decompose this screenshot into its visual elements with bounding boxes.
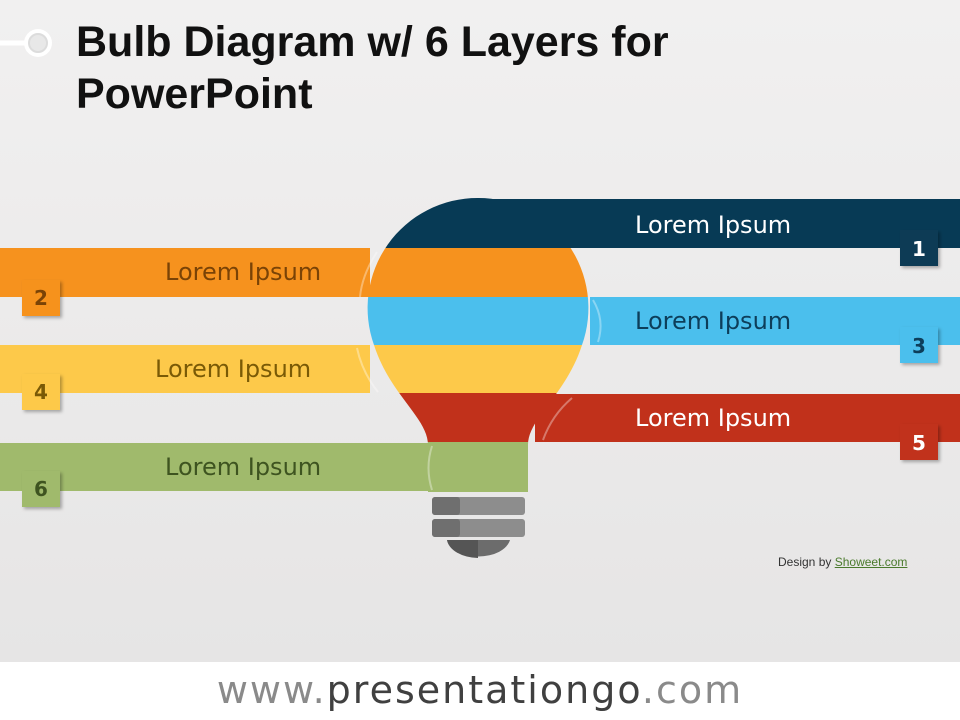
layer-6-number-box <box>22 471 60 507</box>
footer-brand: presentationgo <box>326 668 642 712</box>
layer-6-band <box>0 443 440 491</box>
title-line-1: Bulb Diagram w/ 6 Layers for <box>76 18 669 66</box>
layer-3-number-box <box>900 327 938 363</box>
footer-tld: .com <box>641 668 744 712</box>
layer-3-label: Lorem Ipsum <box>635 307 791 335</box>
layer-6: Lorem Ipsum 6 <box>0 442 589 507</box>
layer-2: Lorem Ipsum 2 <box>0 248 589 316</box>
bulb-segment-3 <box>367 297 589 345</box>
design-credit: Design by Showeet.com <box>778 555 907 569</box>
page-title: Bulb Diagram w/ 6 Layers for PowerPoint <box>76 16 936 120</box>
layer-4: Lorem Ipsum 4 <box>0 345 589 410</box>
layer-2-number-box <box>22 280 60 316</box>
layer-4-number: 4 <box>34 380 48 404</box>
bulb-diagram: Lorem Ipsum 1 Lorem Ipsum 2 Lorem Ipsum … <box>0 198 960 558</box>
credit-prefix: Design by <box>778 555 832 569</box>
layer-4-label: Lorem Ipsum <box>155 355 311 383</box>
layer-5-number-box <box>900 424 938 460</box>
layer-1-band <box>480 199 960 248</box>
layer-3: Lorem Ipsum 3 <box>367 297 960 363</box>
pin-icon <box>0 29 52 57</box>
layer-3-band <box>590 297 960 345</box>
footer <box>0 662 960 720</box>
layer-5-band <box>535 394 960 442</box>
layer-1: Lorem Ipsum 1 <box>367 198 960 266</box>
footer-www: www. <box>216 668 327 712</box>
layer-2-number: 2 <box>34 286 48 310</box>
bulb-base-icon <box>432 497 525 558</box>
bulb-segment-4 <box>367 345 589 393</box>
layer-1-number: 1 <box>912 237 926 261</box>
layer-3-number: 3 <box>912 334 926 358</box>
layer-4-number-box <box>22 374 60 410</box>
footer-url: www.presentationgo.com <box>0 668 960 712</box>
layer-5-number: 5 <box>912 431 926 455</box>
layer-1-number-box <box>900 230 938 266</box>
title-line-2: PowerPoint <box>76 70 313 118</box>
layer-6-number: 6 <box>34 477 48 501</box>
credit-link[interactable]: Showeet.com <box>834 555 908 569</box>
bulb-segment-2 <box>367 248 589 297</box>
layer-6-label: Lorem Ipsum <box>165 453 321 481</box>
layer-2-label: Lorem Ipsum <box>165 258 321 286</box>
layer-5: Lorem Ipsum 5 <box>367 393 960 460</box>
slide: Bulb Diagram w/ 6 Layers for PowerPoint … <box>0 0 960 662</box>
layer-5-label: Lorem Ipsum <box>635 404 791 432</box>
layer-1-label: Lorem Ipsum <box>635 211 791 239</box>
bulb-seams <box>356 251 602 491</box>
layer-2-band <box>0 248 370 297</box>
layer-4-band <box>0 345 370 393</box>
